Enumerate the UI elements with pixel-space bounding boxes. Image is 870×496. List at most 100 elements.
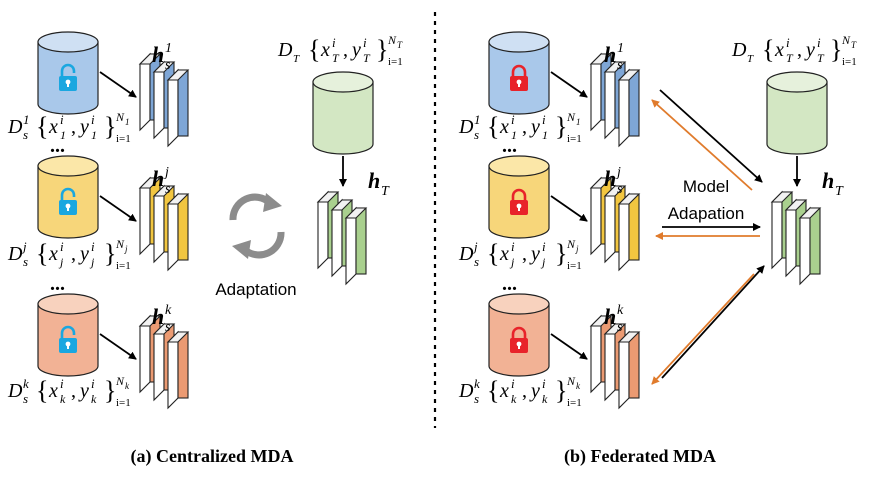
index-range: i=1: [567, 133, 582, 145]
x-superscript: i: [332, 35, 336, 50]
model-adaptation-label-line2: Adapation: [668, 204, 745, 223]
layer-top: [316, 191, 340, 203]
lock-keyhole-slot: [518, 206, 520, 211]
closed-lock-icon: [510, 188, 528, 215]
layer-side: [618, 68, 630, 148]
y-subscript: k: [542, 392, 548, 406]
layer-side: [345, 206, 357, 286]
x-superscript: i: [60, 112, 64, 127]
layer-side: [139, 314, 151, 394]
D-letter: D: [7, 380, 23, 402]
adaptation-label: Adaptation: [215, 280, 296, 299]
layer-side: [590, 176, 602, 256]
layer-face: [628, 193, 640, 261]
h-superscript: j: [163, 165, 169, 180]
target-model-left: [316, 190, 368, 286]
y-letter: y: [804, 39, 815, 61]
model-adaptation-label-line1: Model: [683, 177, 729, 196]
x-subscript: 1: [511, 128, 517, 142]
comma: ,: [797, 39, 802, 61]
lock-shackle: [511, 326, 527, 339]
y-letter: y: [78, 380, 89, 402]
y-superscript: i: [91, 112, 95, 127]
layer-top: [617, 69, 641, 81]
comma: ,: [71, 116, 76, 138]
y-letter: y: [78, 243, 89, 265]
N-subscript: k: [125, 381, 130, 391]
layer-face: [355, 207, 367, 275]
layer-face: [628, 69, 640, 137]
h-superscript: 1: [165, 41, 172, 56]
D-subscript: s: [23, 127, 28, 142]
h-subscript: s: [617, 58, 623, 73]
D-letter: D: [277, 39, 293, 61]
N-letter: N: [841, 33, 851, 47]
arrow-upload-1: [659, 89, 763, 183]
refresh-icon: [229, 193, 285, 259]
arrow-data-to-model-right-2: [550, 195, 588, 222]
x-subscript: T: [332, 51, 340, 65]
layer-side: [604, 60, 616, 140]
y-superscript: i: [817, 35, 821, 50]
x-letter: x: [48, 116, 58, 138]
layer-face: [809, 207, 821, 275]
layer-top: [166, 69, 190, 81]
h-letter: h: [152, 304, 164, 329]
layer-top: [152, 61, 176, 73]
layer-top: [152, 323, 176, 335]
index-range: i=1: [842, 56, 857, 68]
source-model-right-2: [589, 176, 641, 272]
left-brace: {: [762, 35, 774, 64]
x-superscript: i: [511, 376, 515, 391]
layer-side: [590, 314, 602, 394]
comma: ,: [343, 39, 348, 61]
layer-top: [603, 323, 627, 335]
h-subscript: s: [165, 182, 171, 197]
source-model-left-1: [138, 52, 190, 148]
layer-face: [628, 331, 640, 399]
layer-side: [785, 198, 797, 278]
y-superscript: i: [542, 112, 546, 127]
caption-federated: (b) Federated MDA: [564, 446, 716, 467]
x-letter: x: [774, 39, 784, 61]
arrow-upload-k: [661, 265, 765, 379]
layer-side: [139, 176, 151, 256]
left-brace: {: [36, 239, 48, 268]
h-subscript: s: [165, 58, 171, 73]
right-brace: }: [104, 376, 116, 405]
x-subscript: T: [786, 51, 794, 65]
y-superscript: i: [91, 376, 95, 391]
comma: ,: [522, 116, 527, 138]
left-brace: {: [36, 112, 48, 141]
x-superscript: i: [60, 376, 64, 391]
layer-top: [603, 185, 627, 197]
layer-side: [618, 192, 630, 272]
x-subscript: 1: [60, 128, 66, 142]
N-letter: N: [387, 33, 397, 47]
layer-side: [317, 190, 329, 270]
layer-side: [167, 330, 179, 410]
cylinder-top: [37, 31, 99, 53]
source-database-left-1: [37, 31, 99, 115]
lock-shackle: [60, 187, 76, 201]
D-subscript: s: [474, 254, 479, 269]
layer-side: [139, 52, 151, 132]
D-superscript: j: [472, 239, 478, 254]
lock-shackle: [511, 188, 527, 201]
h-letter: h: [152, 42, 164, 67]
x-letter: x: [499, 116, 509, 138]
layer-face: [177, 331, 189, 399]
D-letter: D: [7, 243, 23, 265]
arrow-download-k: [651, 273, 755, 385]
h-superscript: j: [615, 165, 621, 180]
layer-top: [603, 61, 627, 73]
closed-lock-icon: [510, 64, 528, 91]
